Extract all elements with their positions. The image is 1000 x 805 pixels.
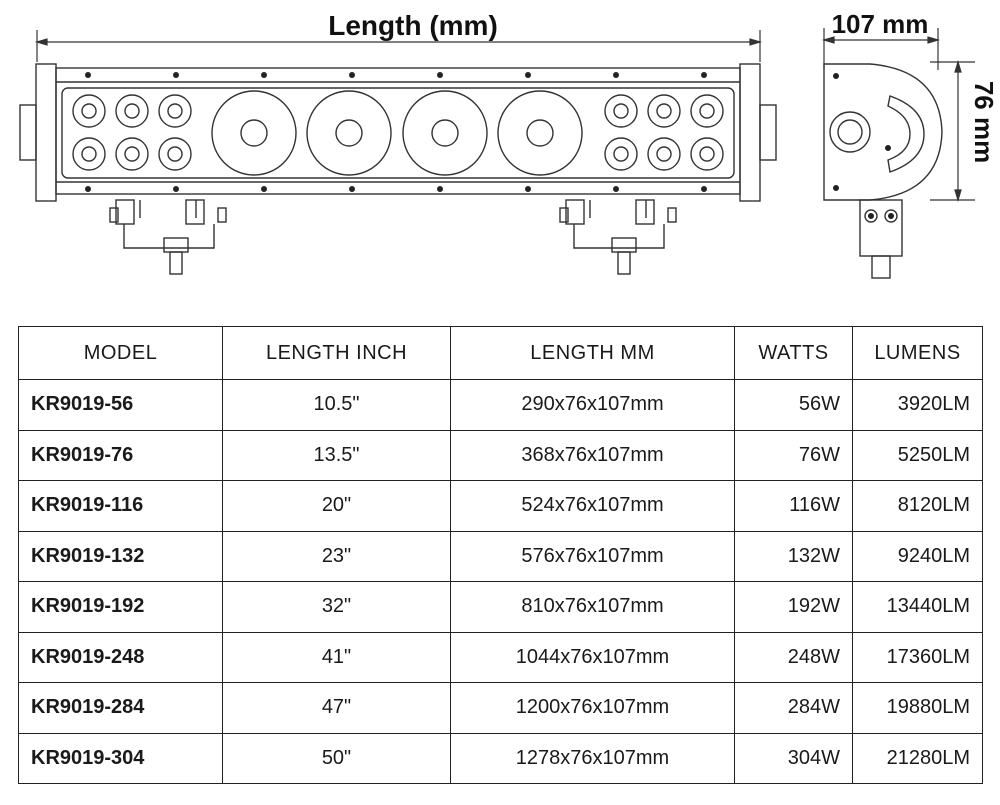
cell-watts: 116W <box>734 480 853 532</box>
cell-length-mm: 810x76x107mm <box>450 581 735 633</box>
cell-watts: 284W <box>734 682 853 734</box>
cell-model: KR9019-132 <box>18 530 223 582</box>
cell-length-mm: 524x76x107mm <box>450 480 735 532</box>
length-label: Length (mm) <box>328 10 498 41</box>
table-header-row: MODEL LENGTH INCH LENGTH MM WATTS LUMENS <box>18 326 983 380</box>
length-dimension <box>34 30 763 62</box>
width-label: 107 mm <box>832 9 929 39</box>
cell-length-inch: 20" <box>222 480 451 532</box>
spec-table: MODEL LENGTH INCH LENGTH MM WATTS LUMENS… <box>18 326 983 784</box>
cell-model: KR9019-248 <box>18 631 223 683</box>
cell-lumens: 13440LM <box>852 581 983 633</box>
cell-lumens: 3920LM <box>852 379 983 431</box>
cell-length-inch: 41" <box>222 631 451 683</box>
cell-lumens: 8120LM <box>852 480 983 532</box>
header-lumens: LUMENS <box>852 326 983 380</box>
cell-lumens: 21280LM <box>852 732 983 784</box>
height-dimension <box>930 59 975 203</box>
table-row: KR9019-76 13.5" 368x76x107mm 76W 5250LM <box>18 429 983 481</box>
cell-watts: 248W <box>734 631 853 683</box>
cell-watts: 304W <box>734 732 853 784</box>
height-label: 76 mm <box>969 81 999 163</box>
mount-bracket-left <box>109 199 227 275</box>
light-bar-front-view <box>19 63 777 275</box>
table-row: KR9019-116 20" 524x76x107mm 116W 8120LM <box>18 480 983 532</box>
cell-model: KR9019-116 <box>18 480 223 532</box>
led-cluster-right <box>604 94 724 171</box>
cell-length-mm: 1200x76x107mm <box>450 682 735 734</box>
cell-watts: 76W <box>734 429 853 481</box>
table-row: KR9019-248 41" 1044x76x107mm 248W 17360L… <box>18 631 983 683</box>
table-row: KR9019-56 10.5" 290x76x107mm 56W 3920LM <box>18 379 983 431</box>
cell-watts: 132W <box>734 530 853 582</box>
led-large-row <box>211 90 583 176</box>
cell-length-inch: 50" <box>222 732 451 784</box>
cell-watts: 192W <box>734 581 853 633</box>
cell-length-inch: 23" <box>222 530 451 582</box>
cell-lumens: 17360LM <box>852 631 983 683</box>
light-bar-side-view <box>823 63 943 279</box>
cell-lumens: 9240LM <box>852 530 983 582</box>
light-bar-technical-drawing: Length (mm) <box>19 9 999 279</box>
housing-screws <box>85 72 707 192</box>
cell-model: KR9019-284 <box>18 682 223 734</box>
table-row: KR9019-284 47" 1200x76x107mm 284W 19880L… <box>18 682 983 734</box>
cell-model: KR9019-304 <box>18 732 223 784</box>
mount-bracket-right <box>559 199 677 275</box>
cell-length-mm: 290x76x107mm <box>450 379 735 431</box>
cell-length-mm: 1044x76x107mm <box>450 631 735 683</box>
cell-lumens: 5250LM <box>852 429 983 481</box>
header-length-mm: LENGTH MM <box>450 326 735 380</box>
table-row: KR9019-192 32" 810x76x107mm 192W 13440LM <box>18 581 983 633</box>
cell-length-mm: 576x76x107mm <box>450 530 735 582</box>
width-dimension <box>821 28 941 70</box>
led-cluster-left <box>72 94 192 171</box>
header-watts: WATTS <box>734 326 853 380</box>
header-model: MODEL <box>18 326 223 380</box>
table-row: KR9019-132 23" 576x76x107mm 132W 9240LM <box>18 530 983 582</box>
cell-watts: 56W <box>734 379 853 431</box>
cell-model: KR9019-192 <box>18 581 223 633</box>
cell-length-inch: 32" <box>222 581 451 633</box>
cell-length-mm: 1278x76x107mm <box>450 732 735 784</box>
cell-model: KR9019-56 <box>18 379 223 431</box>
cell-model: KR9019-76 <box>18 429 223 481</box>
cell-length-mm: 368x76x107mm <box>450 429 735 481</box>
cell-length-inch: 13.5" <box>222 429 451 481</box>
cell-lumens: 19880LM <box>852 682 983 734</box>
cell-length-inch: 47" <box>222 682 451 734</box>
cell-length-inch: 10.5" <box>222 379 451 431</box>
table-row: KR9019-304 50" 1278x76x107mm 304W 21280L… <box>18 732 983 784</box>
header-length-inch: LENGTH INCH <box>222 326 451 380</box>
side-view-details <box>833 73 894 219</box>
